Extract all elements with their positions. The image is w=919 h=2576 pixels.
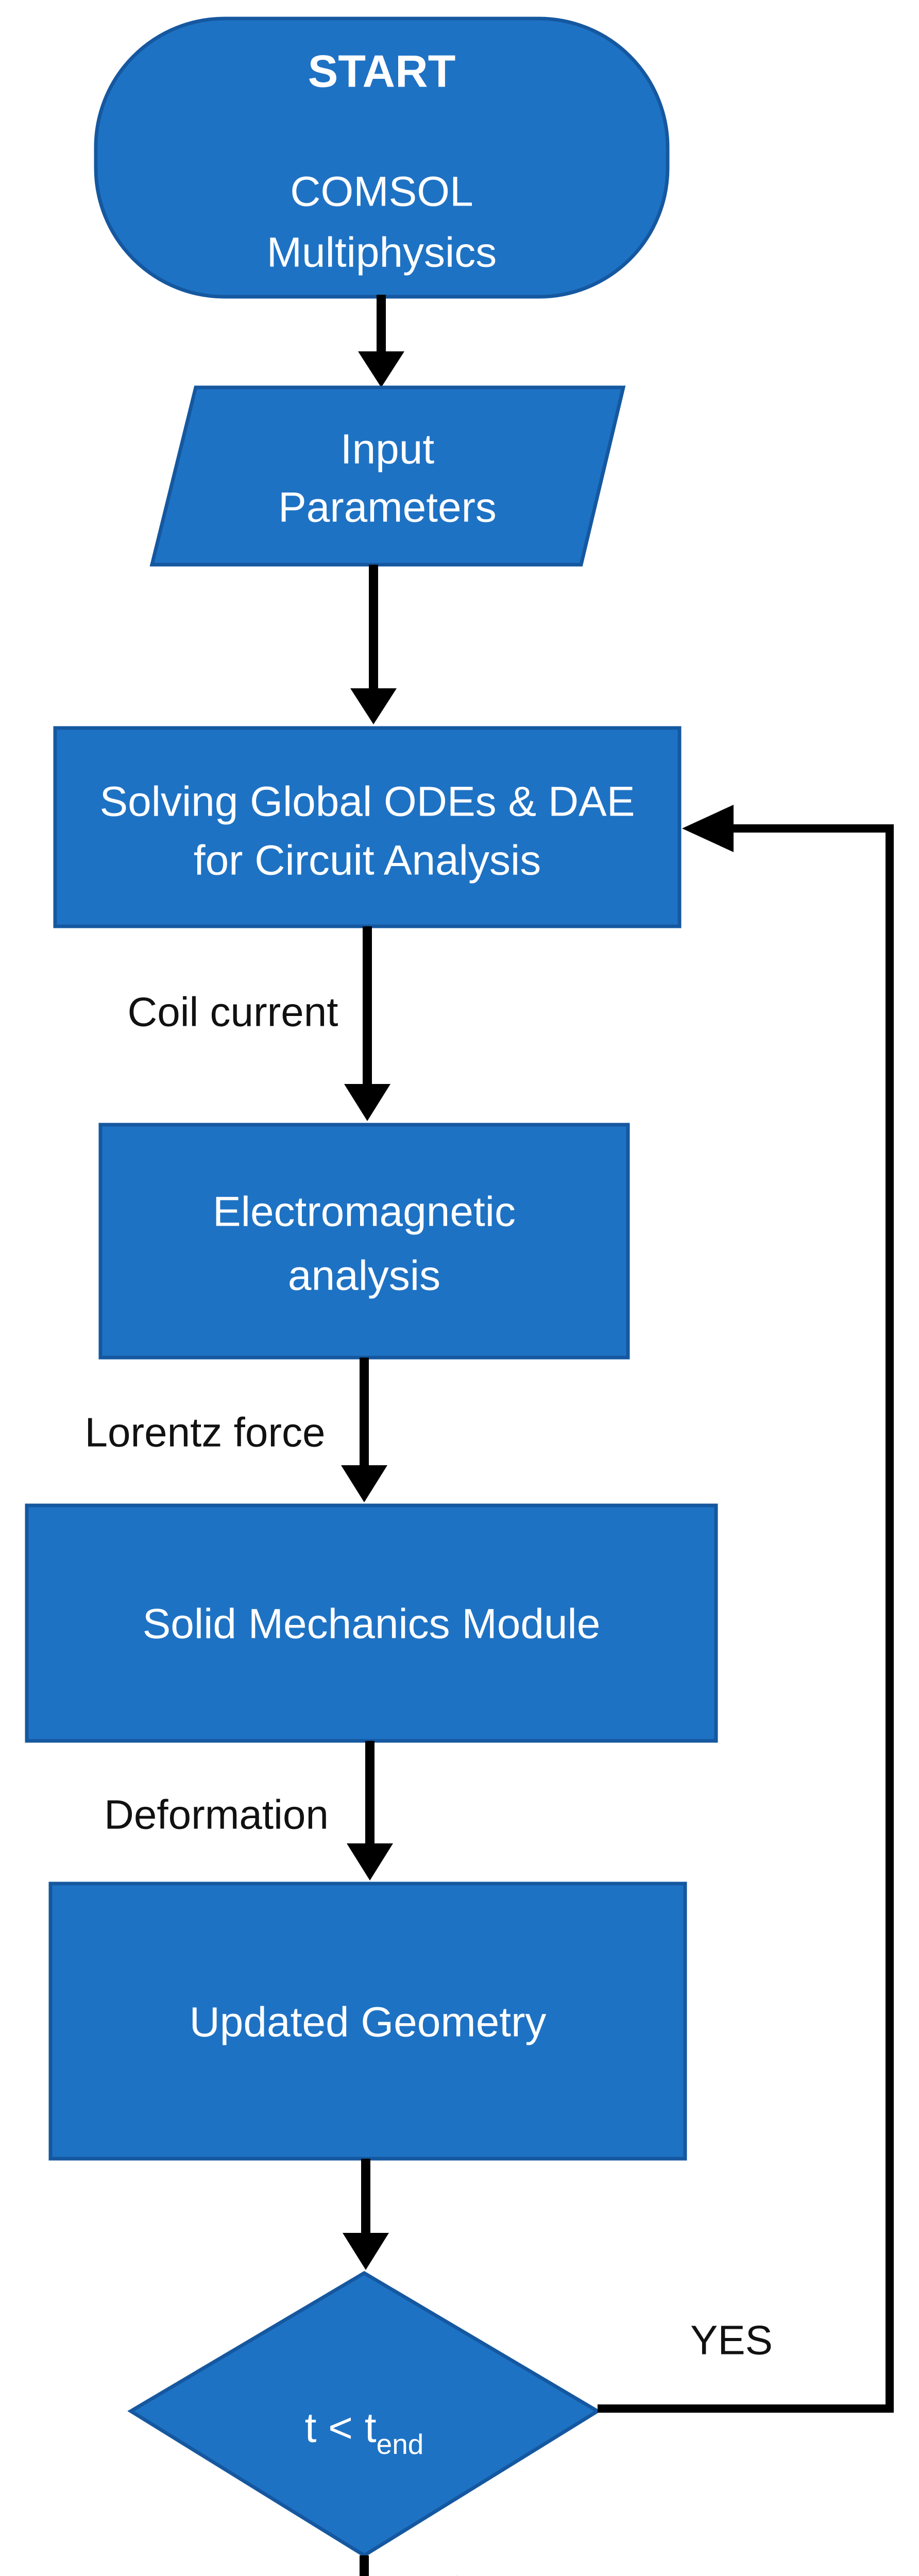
input-line1: Input: [341, 426, 435, 473]
solving-odes-line1: Solving Global ODEs & DAE: [99, 778, 635, 825]
edge-geometry-to-decision: [343, 2159, 389, 2270]
arrowhead-down-icon: [343, 2233, 389, 2270]
arrowhead-down-icon: [347, 1843, 393, 1880]
decision-condition-main: t < t: [305, 2404, 377, 2451]
node-decision: t < tend: [127, 2270, 601, 2558]
arrowhead-down-icon: [341, 1465, 387, 1502]
solving-odes-line2: for Circuit Analysis: [194, 837, 541, 884]
node-electromagnetic: Electromagnetic analysis: [98, 1123, 630, 1360]
edge-input-to-solving: [350, 565, 397, 724]
edge-label-no: NO: [411, 2568, 473, 2576]
start-line-multiphysics: Multiphysics: [267, 229, 497, 276]
updated-geometry-label: Updated Geometry: [190, 1999, 547, 2046]
start-title: START: [308, 46, 456, 97]
electromagnetic-line2: analysis: [288, 1252, 440, 1299]
decision-condition-subscript: end: [377, 2428, 424, 2460]
arrowhead-down-icon: [350, 688, 397, 724]
solving-odes-shape: [53, 726, 682, 928]
edge-solid-to-geometry: Deformation: [104, 1741, 393, 1880]
edge-solving-to-em: Coil current: [127, 926, 390, 1121]
node-solid-mechanics: Solid Mechanics Module: [25, 1503, 718, 1743]
edge-decision-to-end: NO: [360, 2555, 473, 2576]
arrowhead-down-icon: [344, 1084, 390, 1121]
edge-start-to-input: [358, 295, 404, 387]
edge-label-coil-current: Coil current: [127, 989, 338, 1035]
edge-label-yes: YES: [690, 2317, 773, 2363]
edge-em-to-solid: Lorentz force: [85, 1358, 387, 1502]
node-solving-odes: Solving Global ODEs & DAE for Circuit An…: [53, 726, 682, 928]
node-start-terminator: START COMSOL Multiphysics: [94, 16, 670, 299]
node-input-parameters: Input Parameters: [149, 385, 626, 567]
edge-label-deformation: Deformation: [104, 1792, 329, 1838]
arrowhead-left-icon: [682, 805, 734, 852]
electromagnetic-line1: Electromagnetic: [213, 1189, 516, 1235]
updated-geometry-shape: [48, 1882, 687, 2161]
input-parameters-shape: [149, 385, 626, 567]
decision-condition: t < tend: [305, 2404, 424, 2461]
arrowhead-down-icon: [358, 351, 404, 387]
yes-loop-line: [598, 824, 894, 2413]
edge-yes-loop: YES: [598, 805, 894, 2413]
electromagnetic-shape: [98, 1123, 630, 1360]
node-updated-geometry: Updated Geometry: [48, 1882, 687, 2161]
solid-mechanics-label: Solid Mechanics Module: [143, 1601, 601, 1648]
edge-label-lorentz-force: Lorentz force: [85, 1410, 326, 1455]
input-line2: Parameters: [278, 484, 497, 531]
start-line-comsol: COMSOL: [290, 168, 473, 215]
